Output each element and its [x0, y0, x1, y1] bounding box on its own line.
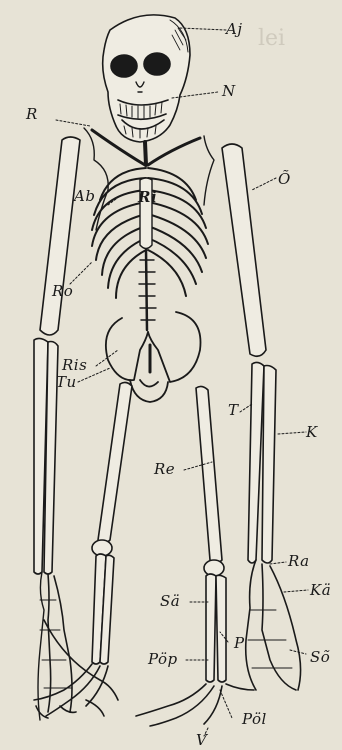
right-leg	[136, 386, 254, 726]
label-ab: Ab	[74, 189, 95, 204]
label-tu: Tu	[56, 375, 77, 390]
label-ra: Ra	[288, 554, 310, 569]
label-ris: Ris	[62, 358, 87, 373]
label-v: V	[196, 733, 207, 748]
label-n: N	[222, 84, 236, 99]
spine	[139, 250, 156, 330]
label-re: Re	[154, 462, 175, 477]
skull	[103, 15, 190, 142]
label-so: Sõ	[310, 650, 330, 665]
label-p: P	[234, 636, 245, 651]
label-k: K	[306, 425, 318, 440]
label-poel: Pöl	[242, 712, 267, 727]
label-ri: Ri	[138, 190, 157, 205]
label-poep: Pöp	[148, 652, 178, 667]
label-kae: Kä	[310, 583, 331, 598]
label-aj: Aj	[226, 22, 242, 37]
label-sae: Sä	[160, 594, 180, 609]
label-t: T	[228, 403, 239, 418]
label-r: R	[26, 107, 38, 122]
label-o-top: Õ	[278, 172, 291, 187]
label-ro: Ro	[52, 284, 73, 299]
